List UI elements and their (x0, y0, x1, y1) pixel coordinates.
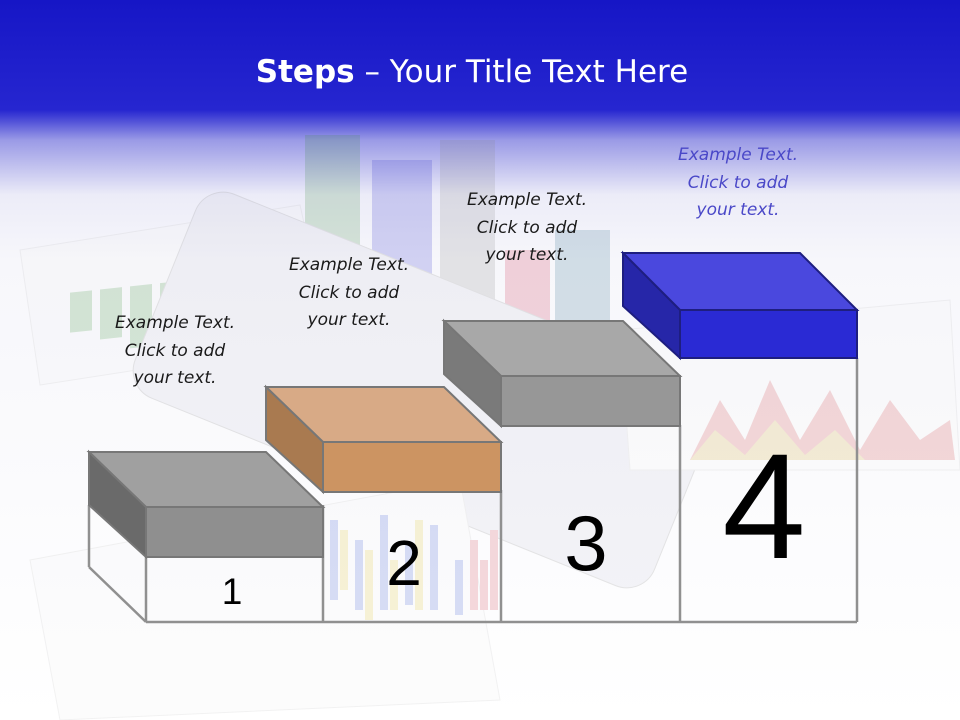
step-2-box[interactable] (263, 384, 504, 495)
step-1-text[interactable]: Example Text. Click to add your text. (114, 313, 236, 388)
step-1-box[interactable] (86, 449, 326, 560)
slide-title[interactable]: Steps – Your Title Text Here (0, 54, 944, 90)
background-column-blue (372, 160, 432, 400)
title-rest: – Your Title Text Here (354, 54, 689, 90)
title-bold: Steps (255, 54, 355, 90)
title-bar: Steps – Your Title Text Here (0, 0, 960, 130)
steps-base-frame (87, 358, 859, 624)
step-2-number: 2 (386, 527, 422, 599)
step-3-number: 3 (564, 499, 607, 587)
step-4-box[interactable] (620, 250, 860, 361)
step-4-text[interactable]: Example Text. Click to add your text. (677, 145, 799, 220)
background-column-green (305, 135, 360, 365)
step-3-box[interactable] (441, 318, 683, 429)
step-4-number: 4 (722, 422, 805, 590)
step-3-text[interactable]: Example Text. Click to add your text. (466, 190, 588, 265)
background-paper-left (19, 204, 331, 386)
step-2-text[interactable]: Example Text. Click to add your text. (288, 255, 410, 330)
step-1-number: 1 (222, 571, 243, 612)
